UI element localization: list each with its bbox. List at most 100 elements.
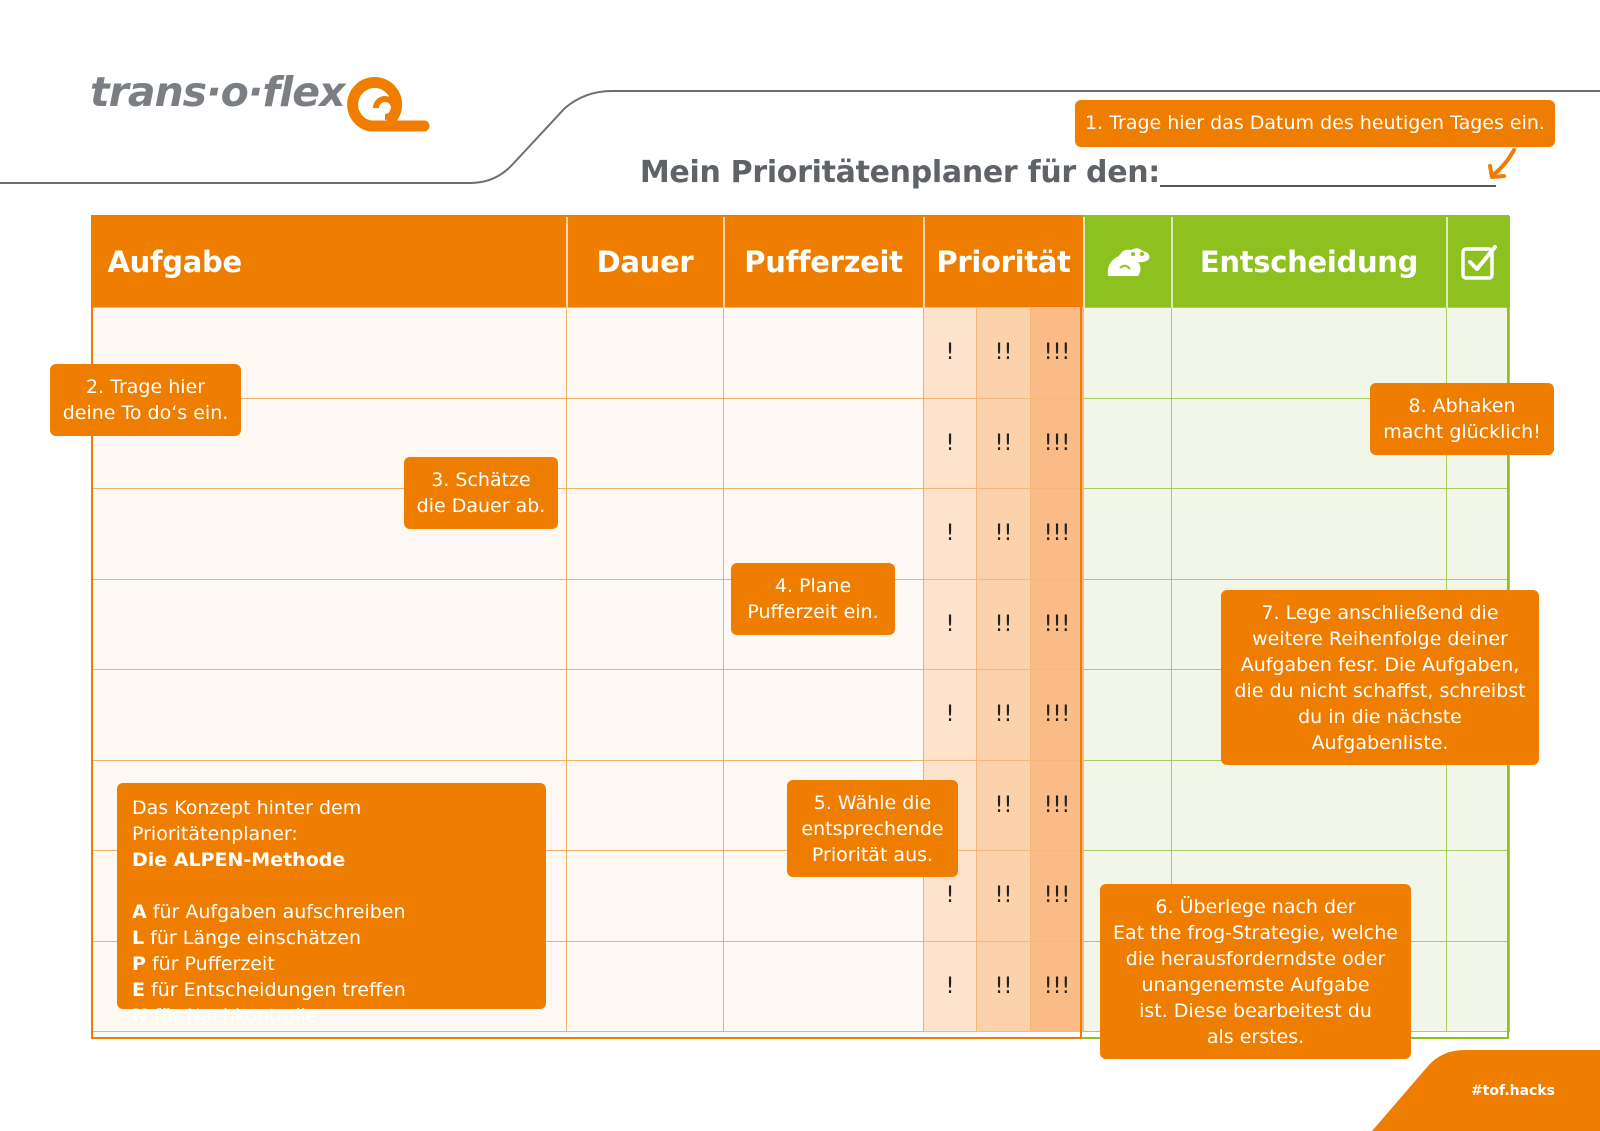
- duration-cell[interactable]: [566, 669, 724, 761]
- duration-cell[interactable]: [566, 759, 724, 851]
- date-input-line[interactable]: [1160, 185, 1496, 187]
- page-title: Mein Prioritätenplaner für den:: [639, 155, 1160, 190]
- priority-2-cell[interactable]: !!: [976, 397, 1031, 489]
- priority-2-cell[interactable]: !!: [976, 759, 1031, 851]
- column-header-buffer: Pufferzeit: [722, 216, 924, 308]
- callout-text: Priorität aus.: [811, 844, 934, 866]
- decision-cell[interactable]: [1171, 488, 1447, 580]
- alpen-item: A für Aufgaben aufschreiben: [132, 899, 531, 925]
- callout-text: macht glücklich!: [1383, 421, 1541, 443]
- callout-todos: 2. Trage hier deine To do‘s ein.: [50, 364, 241, 436]
- check-cell[interactable]: [1446, 759, 1510, 851]
- duration-cell[interactable]: [566, 307, 724, 399]
- callout-text: 3. Schätze: [431, 469, 531, 491]
- callout-text: weitere Reihenfolge deiner: [1252, 628, 1508, 650]
- priority-2-cell[interactable]: !!: [976, 307, 1031, 399]
- callout-text: 1. Trage hier das Datum des heutigen Tag…: [1085, 112, 1545, 134]
- callout-text: die herausforderndste oder: [1125, 948, 1386, 970]
- callout-text: deine To do‘s ein.: [62, 402, 229, 424]
- alpen-letter: A: [132, 901, 147, 923]
- callout-text: unangenemste Aufgabe: [1141, 974, 1370, 996]
- priority-1-cell[interactable]: !: [923, 669, 977, 761]
- column-header-duration: Dauer: [565, 216, 724, 308]
- frog-cell[interactable]: [1083, 669, 1172, 761]
- callout-order: 7. Lege anschließend die weitere Reihenf…: [1221, 590, 1539, 765]
- priority-3-cell[interactable]: !!!: [1030, 850, 1084, 942]
- checkbox-icon: [1460, 244, 1497, 280]
- frog-cell[interactable]: [1083, 488, 1172, 580]
- alpen-item: N für Nachkontrolle: [132, 1003, 531, 1029]
- buffer-cell[interactable]: [723, 669, 924, 761]
- check-cell[interactable]: [1446, 850, 1510, 942]
- table-row: !!!!!!: [92, 307, 1510, 399]
- frog-cell[interactable]: [1083, 307, 1172, 399]
- check-cell[interactable]: [1446, 940, 1510, 1032]
- frog-cell[interactable]: [1083, 759, 1172, 851]
- priority-planner-table: Aufgabe Dauer Pufferzeit Priorität Entsc…: [92, 216, 1510, 1032]
- priority-3-cell[interactable]: !!!: [1030, 488, 1084, 580]
- callout-text: 8. Abhaken: [1408, 395, 1516, 417]
- priority-3-cell[interactable]: !!!: [1030, 940, 1084, 1032]
- callout-text: 4. Plane: [774, 575, 852, 597]
- priority-2-cell[interactable]: !!: [976, 940, 1031, 1032]
- callout-text: die du nicht schaffst, schreibst: [1234, 680, 1526, 702]
- frog-cell[interactable]: [1083, 578, 1172, 670]
- buffer-cell[interactable]: [723, 397, 924, 489]
- frog-cell[interactable]: [1083, 397, 1172, 489]
- callout-frog: 6. Überlege nach der Eat the frog-Strate…: [1100, 884, 1411, 1059]
- priority-1-cell[interactable]: !: [923, 307, 977, 399]
- callout-text: Pufferzeit ein.: [747, 601, 879, 623]
- duration-cell[interactable]: [566, 850, 724, 942]
- priority-2-cell[interactable]: !!: [976, 488, 1031, 580]
- table-row: !!!!!!: [92, 397, 1510, 489]
- arrow-1: [1491, 148, 1516, 177]
- check-cell[interactable]: [1446, 488, 1510, 580]
- priority-3-cell[interactable]: !!!: [1030, 759, 1084, 851]
- priority-1-cell[interactable]: !: [923, 578, 977, 670]
- header-divider-line: [0, 90, 1600, 184]
- column-header-check: [1445, 216, 1510, 308]
- alpen-item-text: für Länge einschätzen: [144, 927, 361, 949]
- duration-cell[interactable]: [566, 488, 724, 580]
- priority-2-cell[interactable]: !!: [976, 578, 1031, 670]
- duration-cell[interactable]: [566, 578, 724, 670]
- duration-cell[interactable]: [566, 397, 724, 489]
- alpen-item: L für Länge einschätzen: [132, 925, 531, 951]
- callout-text: 5. Wähle die: [813, 792, 932, 814]
- buffer-cell[interactable]: [723, 940, 924, 1032]
- table-header-row: Aufgabe Dauer Pufferzeit Priorität Entsc…: [92, 216, 1510, 308]
- alpen-item: P für Pufferzeit: [132, 951, 531, 977]
- buffer-cell[interactable]: [723, 307, 924, 399]
- column-header-task: Aufgabe: [92, 216, 567, 308]
- priority-3-cell[interactable]: !!!: [1030, 578, 1084, 670]
- callout-buffer: 4. Plane Pufferzeit ein.: [731, 563, 895, 635]
- callout-duration: 3. Schätze die Dauer ab.: [404, 457, 558, 529]
- callout-text: ist. Diese bearbeitest du: [1139, 1000, 1372, 1022]
- callout-text: Aufgaben fesr. Die Aufgaben,: [1240, 654, 1520, 676]
- decision-cell[interactable]: [1171, 307, 1447, 399]
- decision-cell[interactable]: [1171, 759, 1447, 851]
- priority-1-cell[interactable]: !: [923, 488, 977, 580]
- priority-3-cell[interactable]: !!!: [1030, 307, 1084, 399]
- task-cell[interactable]: [92, 669, 567, 761]
- callout-date: 1. Trage hier das Datum des heutigen Tag…: [1075, 100, 1555, 147]
- priority-3-cell[interactable]: !!!: [1030, 669, 1084, 761]
- callout-text: 6. Überlege nach der: [1155, 896, 1356, 918]
- priority-2-cell[interactable]: !!: [976, 669, 1031, 761]
- priority-1-cell[interactable]: !: [923, 397, 977, 489]
- callout-text: du in die nächste: [1298, 706, 1462, 728]
- alpen-intro: Das Konzept hinter dem Prioritätenplaner…: [132, 797, 362, 845]
- alpen-letter: E: [132, 979, 145, 1001]
- callout-text: Eat the frog-Strategie, welche: [1113, 922, 1398, 944]
- alpen-item-text: für Aufgaben aufschreiben: [146, 901, 406, 923]
- column-header-decision: Entscheidung: [1170, 216, 1447, 308]
- task-cell[interactable]: [92, 578, 567, 670]
- callout-check: 8. Abhaken macht glücklich!: [1370, 383, 1554, 455]
- alpen-item: E für Entscheidungen treffen: [132, 977, 531, 1003]
- priority-2-cell[interactable]: !!: [976, 850, 1031, 942]
- duration-cell[interactable]: [566, 940, 724, 1032]
- priority-1-cell[interactable]: !: [923, 940, 977, 1032]
- alpen-letter: N: [132, 1005, 148, 1027]
- priority-3-cell[interactable]: !!!: [1030, 397, 1084, 489]
- alpen-item-text: für Entscheidungen treffen: [144, 979, 406, 1001]
